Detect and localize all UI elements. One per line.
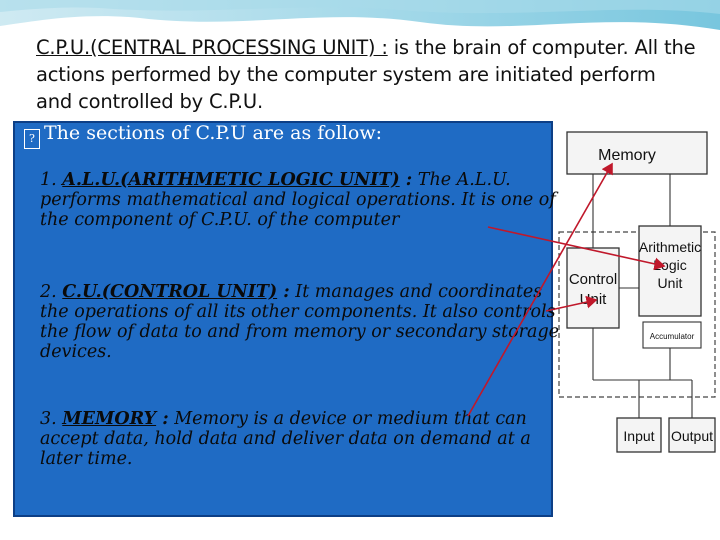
output-box xyxy=(668,417,716,453)
memory-label: Memory xyxy=(598,147,656,164)
item-text: Memory is a device or medium that can ac… xyxy=(40,409,531,469)
input-label: Input xyxy=(623,428,654,444)
output-label: Output xyxy=(671,428,713,444)
item-number: 3. xyxy=(40,409,57,429)
sections-heading: The sections of C.P.U are as follow: xyxy=(44,122,382,144)
list-item-memory: 3. MEMORY : Memory is a device or medium… xyxy=(40,409,560,469)
accumulator-label: Accumulator xyxy=(650,332,695,341)
item-separator: : xyxy=(399,170,413,190)
item-heading: C.U.(CONTROL UNIT) xyxy=(62,282,278,302)
alu-label-line3: Unit xyxy=(658,275,683,291)
item-heading: A.L.U.(ARITHMETIC LOGIC UNIT) xyxy=(62,170,400,190)
cpu-block-diagram: Memory Control Unit Arithmetic Logic Uni… xyxy=(558,131,716,453)
alu-label-line2: Logic xyxy=(653,257,686,273)
control-unit-box xyxy=(566,247,620,329)
item-number: 1. xyxy=(40,170,57,190)
intro-paragraph: C.P.U.(CENTRAL PROCESSING UNIT) : is the… xyxy=(36,34,696,115)
alu-label-line1: Arithmetic xyxy=(639,239,701,255)
list-item-cu: 2. C.U.(CONTROL UNIT) : It manages and c… xyxy=(40,282,560,362)
list-item-alu: 1. A.L.U.(ARITHMETIC LOGIC UNIT) : The A… xyxy=(40,170,560,230)
cu-label-line1: Control xyxy=(569,271,617,288)
cpu-term: C.P.U.(CENTRAL PROCESSING UNIT) : xyxy=(36,36,388,59)
intro-text: is the brain of computer. All the action… xyxy=(36,36,696,113)
item-number: 2. xyxy=(40,282,57,302)
cu-label-line2: Unit xyxy=(580,291,608,308)
content-panel xyxy=(13,121,553,517)
decorative-wave-band xyxy=(0,0,720,30)
item-heading: MEMORY xyxy=(62,409,157,429)
bullet-icon: ? xyxy=(24,129,40,149)
sections-heading-row: ?The sections of C.P.U are as follow: xyxy=(24,120,382,149)
item-separator: : xyxy=(156,409,169,429)
accumulator-box xyxy=(642,321,702,349)
item-separator: : xyxy=(277,282,290,302)
